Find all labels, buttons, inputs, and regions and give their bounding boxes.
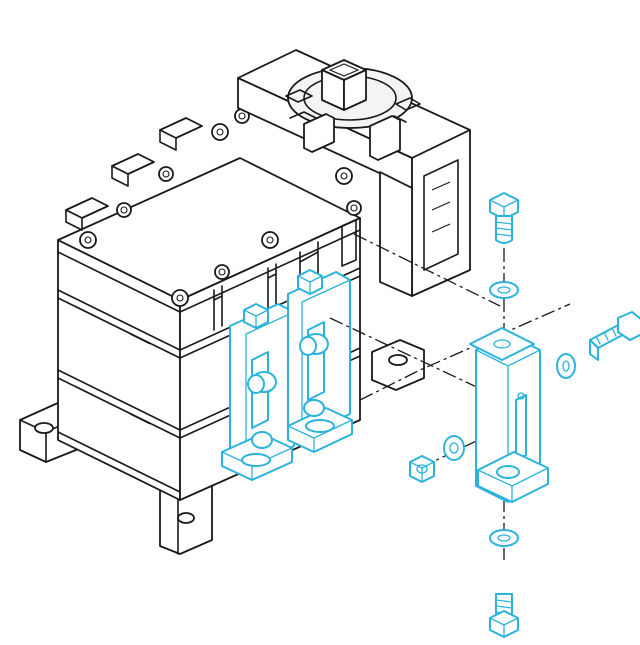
- l-bracket: [469, 327, 549, 503]
- operating-shaft-housing: [237, 49, 471, 297]
- front-hex-nut: [409, 455, 435, 483]
- bottom-hex-bolt: [489, 593, 519, 638]
- operating-shaft: [321, 59, 367, 111]
- front-washer: [443, 435, 465, 461]
- top-terminal-tabs: [65, 117, 203, 231]
- switch-body: [19, 108, 425, 555]
- bottom-washer: [489, 529, 519, 547]
- top-washer: [489, 281, 519, 299]
- side-washer: [556, 353, 576, 379]
- top-hex-bolt: [489, 192, 519, 244]
- terminal-brackets: [221, 269, 353, 481]
- top-screw-holes: [79, 108, 362, 307]
- right-mounting-foot: [371, 339, 425, 391]
- side-hex-bolt: [589, 311, 640, 361]
- bracket-hex-nuts: [241, 269, 335, 467]
- side-clips: [213, 219, 357, 331]
